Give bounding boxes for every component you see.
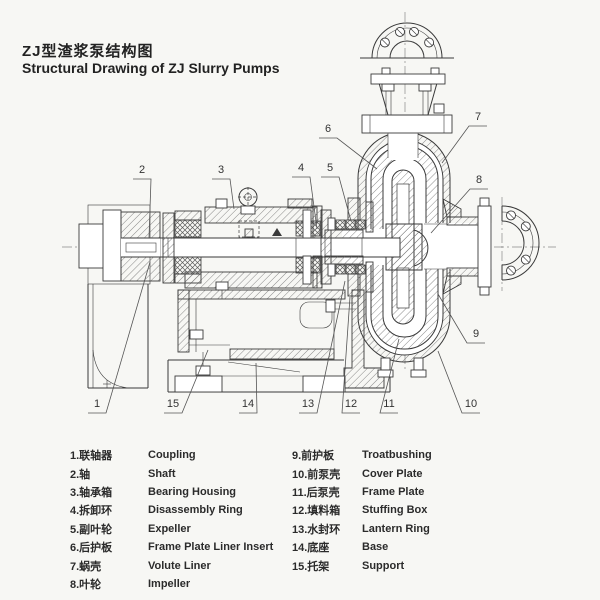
part-zh-label: 5.副叶轮 bbox=[70, 523, 113, 536]
center-lines bbox=[62, 12, 556, 372]
callout-11: 11 bbox=[383, 398, 395, 410]
callout-10: 10 bbox=[464, 398, 478, 410]
legend-row: 2.轴 Shaft bbox=[70, 464, 295, 482]
part-zh-label: 7.蜗壳 bbox=[70, 560, 102, 573]
discharge-flange-face bbox=[360, 22, 454, 59]
part-zh-label: 13.水封环 bbox=[292, 523, 341, 536]
legend-row: 5.副叶轮 Expeller bbox=[70, 520, 295, 538]
part-zh-label: 4.拆卸环 bbox=[70, 505, 113, 518]
part-zh-label: 11.后泵壳 bbox=[292, 486, 340, 499]
part-en-label: Disassembly Ring bbox=[148, 504, 243, 517]
part-en-label: Volute Liner bbox=[148, 559, 211, 572]
legend-row: 6.后护板 Frame Plate Liner Insert bbox=[70, 538, 295, 556]
legend-row: 9.前护板 Troatbushing bbox=[292, 446, 532, 464]
part-en-label: Stuffing Box bbox=[362, 504, 428, 517]
legend-row: 4.拆卸环 Disassembly Ring bbox=[70, 501, 295, 519]
callout-leader-lines bbox=[88, 125, 488, 414]
legend-row: 13.水封环 Lantern Ring bbox=[292, 520, 532, 538]
part-en-label: Frame Plate bbox=[362, 485, 425, 498]
base-section bbox=[167, 352, 427, 393]
discharge-neck bbox=[361, 67, 453, 134]
part-en-label: Troatbushing bbox=[362, 449, 432, 462]
legend-row: 1.联轴器 Coupling bbox=[70, 446, 295, 464]
support-frame-section bbox=[177, 281, 356, 360]
callout-5: 5 bbox=[326, 162, 334, 174]
callout-6: 6 bbox=[324, 123, 332, 135]
parts-legend-right: 9.前护板 Troatbushing 10.前泵壳 Cover Plate 11.后… bbox=[292, 446, 532, 575]
title-english: Structural Drawing of ZJ Slurry Pumps bbox=[22, 60, 280, 76]
legend-row: 11.后泵壳 Frame Plate bbox=[292, 483, 532, 501]
callout-9: 9 bbox=[472, 328, 480, 340]
title-chinese: ZJ型渣浆泵结构图 bbox=[22, 43, 154, 60]
parts-legend-left: 1.联轴器 Coupling 2.轴 Shaft 3.轴承箱 Bearing Hous… bbox=[70, 446, 295, 593]
part-zh-label: 3.轴承箱 bbox=[70, 486, 113, 499]
part-en-label: Lantern Ring bbox=[362, 522, 430, 535]
part-zh-label: 6.后护板 bbox=[70, 542, 113, 555]
callout-15: 15 bbox=[166, 398, 180, 410]
part-en-label: Frame Plate Liner Insert bbox=[148, 541, 274, 554]
legend-row: 14.底座 Base bbox=[292, 538, 532, 556]
callout-13: 13 bbox=[301, 398, 315, 410]
part-zh-label: 9.前护板 bbox=[292, 450, 335, 463]
part-zh-label: 8.叶轮 bbox=[70, 578, 102, 591]
part-zh-label: 12.填料箱 bbox=[292, 505, 341, 518]
callout-14: 14 bbox=[241, 398, 255, 410]
part-en-label: Cover Plate bbox=[362, 467, 423, 480]
callout-1: 1 bbox=[93, 398, 101, 410]
frame-plate-foot bbox=[343, 289, 385, 389]
stuffing-box-section bbox=[302, 197, 374, 297]
part-zh-label: 14.底座 bbox=[292, 542, 330, 555]
callout-8: 8 bbox=[475, 174, 483, 186]
legend-row: 8.叶轮 Impeller bbox=[70, 575, 295, 593]
coupling-section bbox=[78, 204, 161, 285]
legend-row: 12.填料箱 Stuffing Box bbox=[292, 501, 532, 519]
legend-row: 15.托架 Support bbox=[292, 556, 532, 574]
callout-3: 3 bbox=[217, 164, 225, 176]
suction-pipe bbox=[442, 197, 492, 296]
part-en-label: Impeller bbox=[148, 577, 191, 590]
part-en-label: Expeller bbox=[148, 522, 191, 535]
callout-4: 4 bbox=[297, 162, 305, 174]
callout-12: 12 bbox=[344, 398, 358, 410]
part-zh-label: 1.联轴器 bbox=[70, 450, 113, 463]
callout-7: 7 bbox=[474, 111, 482, 123]
part-en-label: Coupling bbox=[148, 449, 196, 462]
part-en-label: Support bbox=[362, 559, 405, 572]
part-en-label: Base bbox=[362, 541, 389, 554]
part-en-label: Shaft bbox=[148, 467, 176, 480]
part-zh-label: 15.托架 bbox=[292, 560, 330, 573]
motor-bracket-outline bbox=[87, 284, 149, 389]
part-en-label: Bearing Housing bbox=[148, 485, 237, 498]
legend-row: 3.轴承箱 Bearing Housing bbox=[70, 483, 295, 501]
part-zh-label: 2.轴 bbox=[70, 468, 91, 481]
legend-row: 7.蜗壳 Volute Liner bbox=[70, 556, 295, 574]
part-zh-label: 10.前泵壳 bbox=[292, 468, 341, 481]
callout-2: 2 bbox=[138, 164, 146, 176]
suction-flange-face bbox=[501, 205, 540, 281]
legend-row: 10.前泵壳 Cover Plate bbox=[292, 464, 532, 482]
